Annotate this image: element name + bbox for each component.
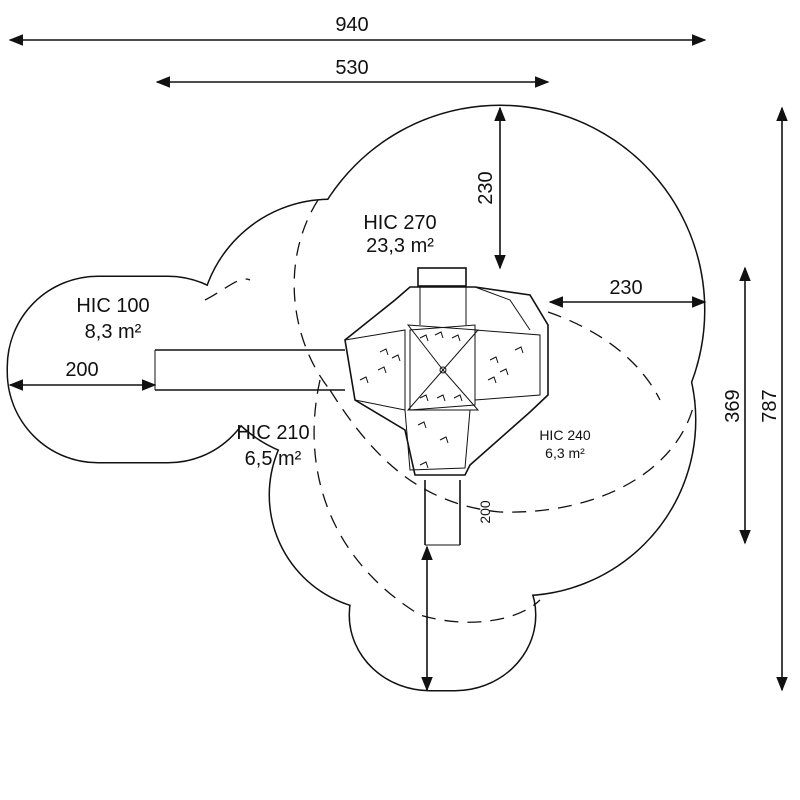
dim-label-right-230: 230: [609, 277, 642, 299]
zone-hic-240-label: HIC 240: [539, 427, 591, 443]
dim-label-787: 787: [759, 389, 781, 422]
dimension-lines: [8, 34, 788, 692]
zone-hic-210-area: 6,5 m²: [245, 448, 302, 470]
zone-hic-240-area: 6,3 m²: [545, 445, 585, 461]
zone-hic-100-area: 8,3 m²: [85, 321, 142, 343]
zone-boundaries-dashed: [204, 199, 696, 623]
dim-label-left-200: 200: [65, 359, 98, 381]
dim-label-530: 530: [335, 57, 368, 79]
dim-label-top-230: 230: [475, 171, 497, 204]
play-tower: [344, 267, 549, 476]
dim-label-940: 940: [335, 14, 368, 36]
zone-hic-100-label: HIC 100: [76, 295, 149, 317]
slide-bottom: [424, 480, 461, 546]
dim-label-369: 369: [722, 389, 744, 422]
zone-hic-210-label: HIC 210: [236, 422, 309, 444]
zone-hic-270-label: HIC 270: [363, 212, 436, 234]
dim-label-bottom-200: 200: [477, 500, 493, 524]
zone-hic-270-area: 23,3 m²: [366, 235, 434, 257]
safety-zone-outline: [6, 104, 706, 692]
